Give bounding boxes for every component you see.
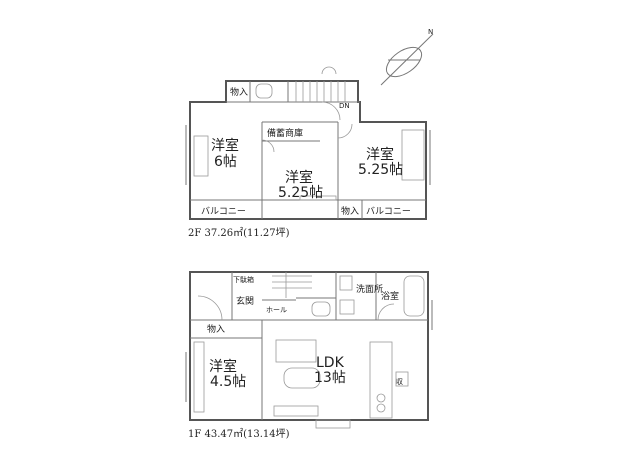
f2-room-a-name: 洋室	[211, 137, 239, 154]
f1-entrance: 玄関	[236, 295, 254, 307]
f1-ldk-size: 13帖	[314, 370, 346, 386]
compass-label: N	[428, 28, 433, 36]
f2-storage-top: 物入	[230, 86, 248, 98]
f1-area-label: 1F 43.47㎡(13.14坪)	[188, 427, 290, 440]
f1-storage: 物入	[207, 323, 225, 335]
f1-hall: ホール	[266, 306, 287, 314]
f1-bath: 浴室	[381, 290, 399, 302]
f1-shoe-box: 下駄箱	[233, 275, 254, 284]
f1-western-size: 4.5帖	[210, 374, 246, 390]
f2-room-b-name: 洋室	[285, 169, 313, 186]
f2-room-b-size: 5.25帖	[278, 185, 323, 201]
f2-balcony-right: バルコニー	[366, 206, 411, 217]
f2-room-c-size: 5.25帖	[358, 162, 403, 178]
floor2-plan: 物入 DN 備蓄商庫 洋室 6帖 洋室 5.25帖 洋室 5.25帖 バルコニー…	[185, 66, 431, 239]
f2-shelf: 備蓄商庫	[267, 127, 303, 139]
f1-western-name: 洋室	[209, 358, 237, 375]
f2-room-a-size: 6帖	[214, 154, 237, 170]
f2-room-c-name: 洋室	[366, 146, 394, 163]
f2-storage-right: 物入	[341, 205, 359, 217]
f2-balcony-left: バルコニー	[201, 206, 246, 217]
f2-area-label: 2F 37.26㎡(11.27坪)	[188, 226, 290, 239]
f1-storage-small: 収	[396, 378, 403, 386]
f1-washroom: 洗面所	[356, 283, 383, 295]
floor1-plan: 下駄箱 玄関 ホール 洗面所 浴室 物入 洋室 4.5帖 LDK 13帖 収 1…	[185, 271, 433, 440]
f1-ldk-name: LDK	[316, 355, 345, 371]
north-arrow-icon: N	[380, 28, 434, 86]
f2-stair-dn: DN	[339, 102, 350, 110]
